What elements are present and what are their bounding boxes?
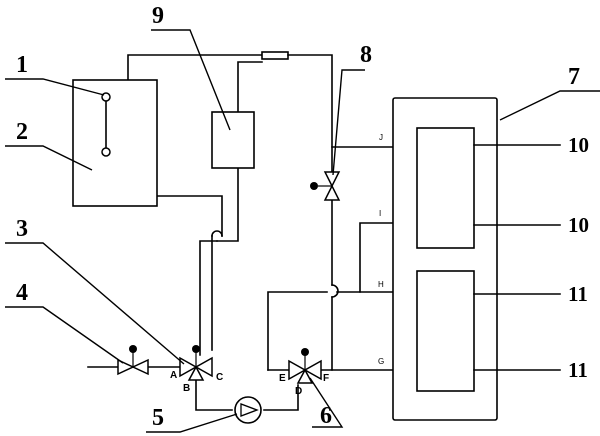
component-2-box — [72, 79, 158, 207]
pipe-E-loop — [267, 291, 328, 371]
callout-10-upper: 10 — [568, 133, 589, 157]
port-label-D: D — [295, 386, 302, 397]
pipe-9-top — [237, 61, 263, 113]
pipe-box2-out — [141, 195, 223, 237]
exchanger-upper — [416, 127, 475, 249]
callout-11-upper: 11 — [568, 282, 588, 306]
valve-4-icon — [117, 345, 149, 376]
port-label-E: E — [279, 373, 286, 384]
callout-5: 5 — [152, 405, 164, 431]
valve-8-icon — [310, 171, 341, 201]
pipe-top-left — [127, 54, 263, 81]
valve-3-icon — [179, 345, 213, 381]
component-9-box — [211, 111, 255, 169]
port-label-H: H — [378, 280, 384, 289]
valve-6-icon — [288, 348, 322, 384]
pipe-to-port-F — [308, 296, 333, 371]
port-label-C: C — [216, 372, 223, 383]
pipe-pump-to-D — [263, 384, 299, 411]
pipe-network — [87, 51, 418, 411]
pipe-crossover — [331, 284, 339, 298]
pipe-9-bottom — [216, 167, 239, 242]
callout-7: 7 — [568, 64, 580, 90]
callout-10-lower: 10 — [568, 213, 589, 237]
port-label-A: A — [170, 370, 177, 381]
callout-4: 4 — [16, 280, 28, 306]
callout-11-lower: 11 — [568, 358, 588, 382]
pipe-B-to-pump — [195, 379, 233, 411]
pump-5-icon — [234, 396, 262, 424]
pipe-top-right — [287, 54, 333, 173]
port-label-I: I — [379, 209, 381, 218]
port-label-J: J — [379, 133, 383, 142]
port-label-G: G — [378, 357, 384, 366]
callout-leaders — [5, 29, 600, 433]
port-label-F: F — [323, 373, 329, 384]
port-label-B: B — [183, 383, 190, 394]
callout-1: 1 — [16, 52, 28, 78]
callout-9: 9 — [152, 3, 164, 29]
pipe-9-to-valve3 — [199, 240, 218, 356]
callout-6: 6 — [320, 403, 332, 429]
pipe-fitting — [261, 51, 289, 60]
exchanger-lower — [416, 270, 475, 392]
pipe-crossover-2 — [211, 230, 223, 237]
callout-2: 2 — [16, 119, 28, 145]
callout-3: 3 — [16, 216, 28, 242]
callout-8: 8 — [360, 42, 372, 68]
